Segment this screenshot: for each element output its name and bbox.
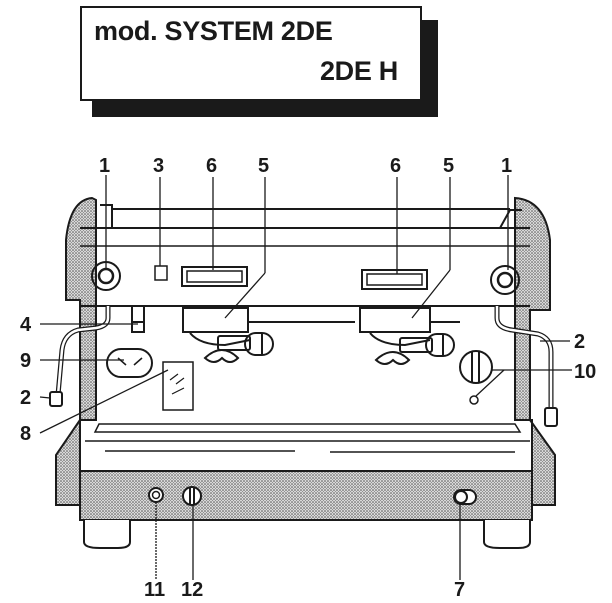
right-keypad[interactable] [361, 269, 428, 290]
callout-7: 7 [454, 579, 465, 601]
left-group-head [182, 307, 355, 333]
callout-1-left: 1 [99, 155, 110, 177]
left-steam-wand-tip [49, 391, 63, 407]
model-title-line1: mod. SYSTEM 2DE [94, 16, 333, 46]
right-foot [483, 520, 531, 549]
right-steam-wand-tip [544, 407, 558, 427]
callout-1-right: 1 [501, 155, 512, 177]
callout-3: 3 [153, 155, 164, 177]
callout-11: 11 [144, 579, 165, 601]
callout-2-left: 2 [20, 387, 31, 409]
callout-5-left: 5 [258, 155, 269, 177]
callout-8: 8 [20, 423, 31, 445]
callout-2-right: 2 [574, 331, 585, 353]
callout-6-right: 6 [390, 155, 401, 177]
hot-water-tap[interactable] [459, 350, 493, 405]
hot-water-spout[interactable] [131, 305, 145, 333]
callout-12: 12 [181, 579, 203, 601]
right-steam-knob[interactable] [490, 265, 520, 295]
right-group-head [359, 307, 460, 333]
left-keypad[interactable] [181, 266, 248, 287]
model-title-line2: 2DE H [319, 56, 398, 86]
leader-lines [39, 175, 572, 580]
right-portafilter[interactable] [369, 332, 455, 365]
left-portafilter[interactable] [189, 332, 274, 363]
callout-5-right: 5 [443, 155, 454, 177]
boiler-fill-knob-12[interactable] [182, 486, 202, 506]
right-side-panel [514, 196, 556, 506]
water-level-indicator [162, 361, 194, 411]
main-switch[interactable] [154, 265, 168, 281]
model-title-box: mod. SYSTEM 2DE 2DE H [80, 6, 422, 101]
drip-tray [85, 423, 530, 453]
callout-6-left: 6 [206, 155, 217, 177]
power-switch-7[interactable] [453, 489, 477, 505]
pressure-switch-11[interactable] [148, 487, 164, 503]
callout-10: 10 [574, 361, 596, 383]
callout-9: 9 [20, 350, 31, 372]
callout-4: 4 [20, 314, 32, 336]
left-foot [83, 520, 131, 549]
pressure-gauge [106, 348, 153, 378]
left-side-panel [55, 196, 97, 506]
